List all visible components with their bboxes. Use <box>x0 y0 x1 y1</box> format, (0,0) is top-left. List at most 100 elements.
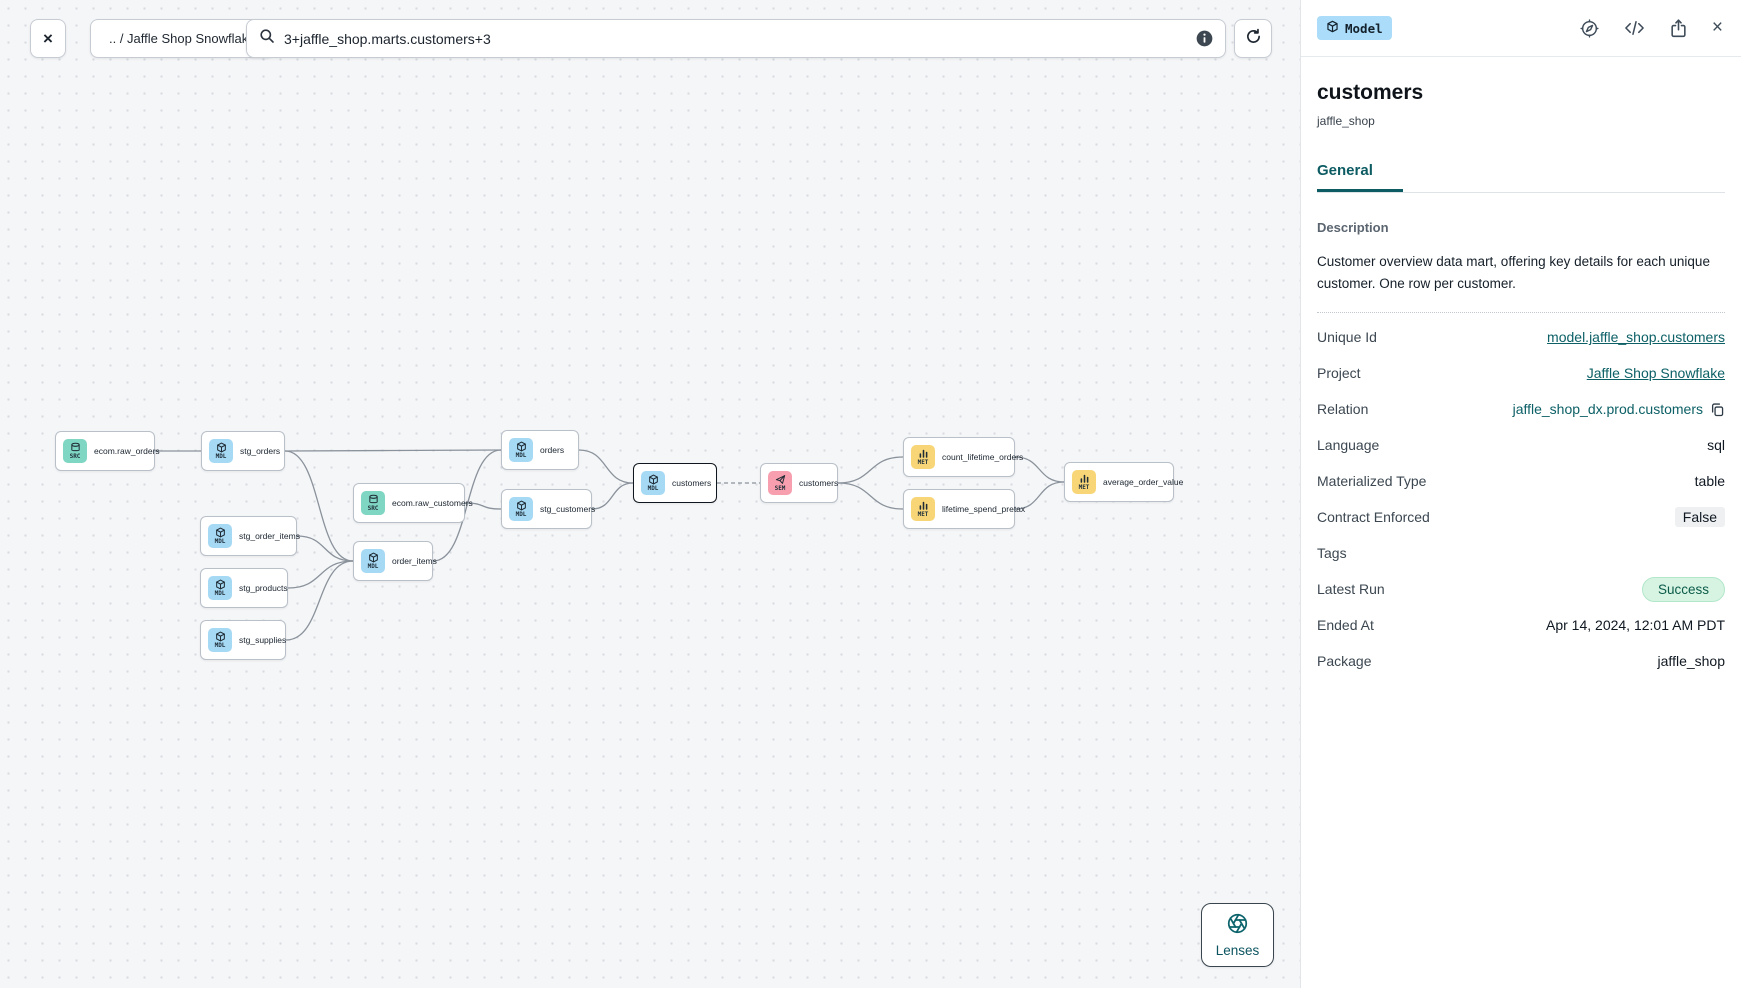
close-icon: × <box>43 28 53 48</box>
status-badge: Success <box>1641 576 1725 602</box>
node-label: average_order_value <box>1103 477 1184 487</box>
field-label: Package <box>1317 653 1372 669</box>
detail-row-unique-id: Unique Id model.jaffle_shop.customers <box>1317 319 1725 355</box>
model-package-subtitle: jaffle_shop <box>1317 114 1375 128</box>
field-label: Contract Enforced <box>1317 509 1430 525</box>
dag-node-stg_customers[interactable]: MDL stg_customers <box>501 489 596 529</box>
dag-node-customers_sem[interactable]: SEM customers <box>760 463 838 503</box>
page-title: customers <box>1317 81 1424 104</box>
cube-icon: MDL <box>509 438 533 462</box>
close-icon[interactable]: × <box>1711 17 1723 38</box>
dotted-divider <box>1317 312 1725 313</box>
detail-row-materialized-type: Materialized Type table <box>1317 463 1725 499</box>
dag-node-stg_products[interactable]: MDL stg_products <box>200 568 288 608</box>
detail-row-relation: Relation jaffle_shop_dx.prod.customers <box>1317 391 1725 427</box>
metric-icon: MET <box>911 445 935 469</box>
panel-header: Model × <box>1301 0 1741 57</box>
node-label: stg_order_items <box>239 531 300 541</box>
dag-node-stg_supplies[interactable]: MDL stg_supplies <box>200 620 286 660</box>
description-text: Customer overview data mart, offering ke… <box>1317 254 1710 291</box>
code-icon[interactable] <box>1624 20 1645 36</box>
node-label: ecom.raw_orders <box>94 446 160 456</box>
description-label: Description <box>1317 220 1389 235</box>
node-label: order_items <box>392 556 437 566</box>
semantic-model-icon: SEM <box>768 471 792 495</box>
aperture-icon <box>1227 913 1248 939</box>
field-label: Language <box>1317 437 1380 453</box>
close-lineage-button[interactable]: × <box>30 19 66 58</box>
dag-node-stg_order_items[interactable]: MDL stg_order_items <box>200 516 300 556</box>
dag-node-raw_customers[interactable]: SRC ecom.raw_customers <box>353 483 473 523</box>
node-label: orders <box>540 445 565 455</box>
resource-type-badge: Model <box>1317 16 1392 40</box>
detail-row-tags: Tags <box>1317 535 1725 571</box>
info-icon[interactable] <box>1196 30 1213 47</box>
cube-icon: MDL <box>209 439 233 463</box>
lineage-search[interactable] <box>246 19 1226 58</box>
dag-node-customers[interactable]: MDL customers <box>633 463 717 503</box>
database-icon: SRC <box>63 439 87 463</box>
tab-general[interactable]: General <box>1317 162 1403 192</box>
lineage-toolbar: × .. / Jaffle Shop Snowflake <box>0 0 1300 76</box>
search-icon <box>259 28 275 49</box>
node-label: stg_products <box>239 583 288 593</box>
field-label: Unique Id <box>1317 329 1377 345</box>
detail-row-package: Package jaffle_shop <box>1317 643 1725 679</box>
cube-icon <box>1326 20 1339 36</box>
detail-row-contract-enforced: Contract Enforced False <box>1317 499 1725 535</box>
node-label: stg_orders <box>240 446 281 456</box>
lenses-label: Lenses <box>1215 942 1260 958</box>
node-details-panel: Model × <box>1300 0 1741 988</box>
refresh-icon <box>1245 28 1262 50</box>
lenses-button[interactable]: Lenses <box>1201 903 1274 967</box>
field-value-link[interactable]: Jaffle Shop Snowflake <box>1586 365 1725 381</box>
node-label: stg_customers <box>540 504 596 514</box>
dag-node-order_items[interactable]: MDL order_items <box>353 541 437 581</box>
status-badge: False <box>1674 507 1725 527</box>
dag-node-average_order_value[interactable]: MET average_order_value <box>1064 462 1183 502</box>
node-label: stg_supplies <box>239 635 287 645</box>
metric-icon: MET <box>911 497 935 521</box>
field-label: Relation <box>1317 401 1369 417</box>
dag-node-orders[interactable]: MDL orders <box>501 430 579 470</box>
detail-row-project: Project Jaffle Shop Snowflake <box>1317 355 1725 391</box>
field-label: Materialized Type <box>1317 473 1427 489</box>
cube-icon: MDL <box>208 628 232 652</box>
field-label: Ended At <box>1317 617 1374 633</box>
cube-icon: MDL <box>361 549 385 573</box>
breadcrumb[interactable]: .. / Jaffle Shop Snowflake <box>90 19 275 58</box>
search-input[interactable] <box>284 30 1187 47</box>
node-label: ecom.raw_customers <box>392 498 473 508</box>
node-label: customers <box>672 478 712 488</box>
field-value-link[interactable]: model.jaffle_shop.customers <box>1547 329 1725 345</box>
cube-icon: MDL <box>208 524 232 548</box>
detail-row-latest-run: Latest Run Success <box>1317 571 1725 607</box>
dag-node-stg_orders[interactable]: MDL stg_orders <box>201 431 285 471</box>
field-value: sql <box>1707 437 1725 453</box>
panel-tabs: General <box>1317 162 1725 193</box>
cube-icon: MDL <box>208 576 232 600</box>
copy-icon[interactable] <box>1710 402 1725 417</box>
detail-row-ended-at: Ended At Apr 14, 2024, 12:01 AM PDT <box>1317 607 1725 643</box>
field-label: Latest Run <box>1317 581 1385 597</box>
field-value: jaffle_shop_dx.prod.customers <box>1512 401 1703 417</box>
detail-row-language: Language sql <box>1317 427 1725 463</box>
explore-compass-icon[interactable] <box>1580 18 1599 38</box>
share-icon[interactable] <box>1670 18 1687 38</box>
dag-node-lifetime_spend_pretax[interactable]: MET lifetime_spend_pretax <box>903 489 1025 529</box>
cube-icon: MDL <box>641 471 665 495</box>
field-value: table <box>1694 473 1725 489</box>
field-value: jaffle_shop <box>1657 653 1725 669</box>
field-value: Apr 14, 2024, 12:01 AM PDT <box>1546 617 1725 633</box>
cube-icon: MDL <box>509 497 533 521</box>
database-icon: SRC <box>361 491 385 515</box>
refresh-lineage-button[interactable] <box>1234 19 1272 58</box>
node-label: customers <box>799 478 839 488</box>
field-label: Project <box>1317 365 1361 381</box>
metric-icon: MET <box>1072 470 1096 494</box>
dag-node-raw_orders[interactable]: SRC ecom.raw_orders <box>55 431 160 471</box>
node-label: lifetime_spend_pretax <box>942 504 1026 514</box>
